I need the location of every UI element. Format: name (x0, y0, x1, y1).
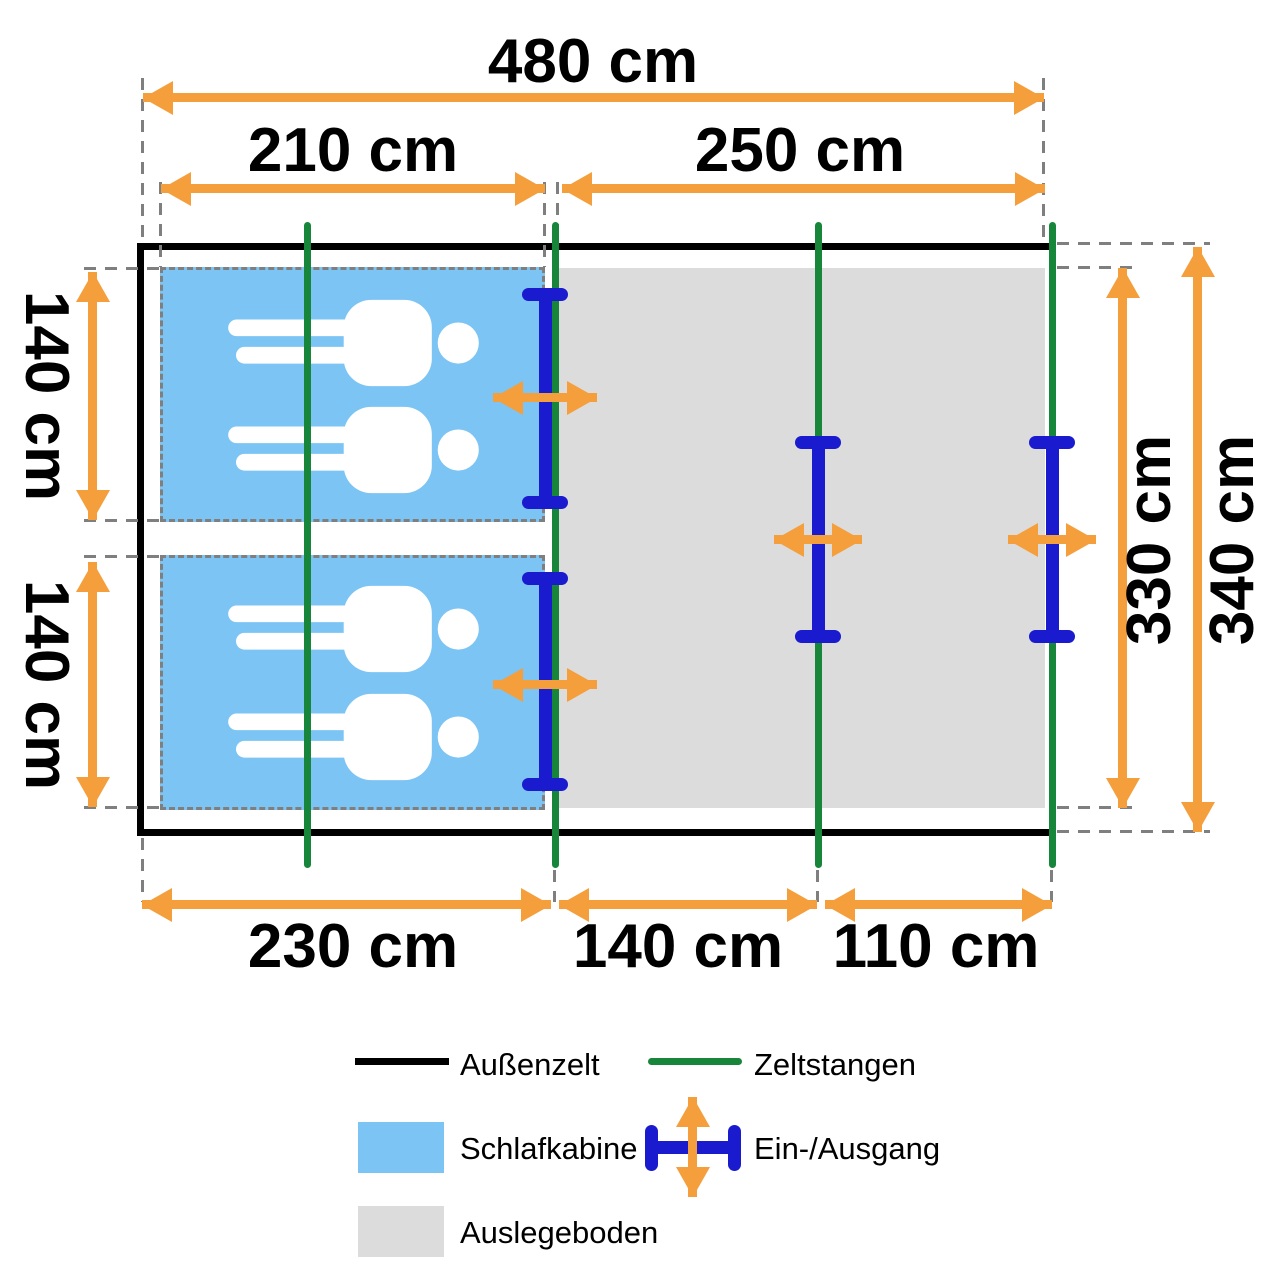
entrance-3-cap-top (795, 436, 841, 449)
entrance-2-arrow-icon (493, 680, 597, 689)
dim-label-140-lower-left: 140 cm (12, 579, 81, 791)
dim-label-140-upper-left: 140 cm (12, 290, 81, 502)
legend-label-cabin: Schlafkabine (460, 1131, 638, 1166)
legend-label-entrance: Ein-/Ausgang (754, 1131, 941, 1166)
person-icon (228, 406, 479, 494)
legend-line-outer-tent (355, 1058, 449, 1065)
dim-label-140-bottom: 140 cm (572, 912, 784, 981)
dim-label-250: 250 cm (694, 116, 906, 185)
entrance-1-cap-top (522, 288, 568, 301)
entrance-4-arrow-icon (1008, 535, 1096, 544)
entrance-1-arrow-icon (493, 393, 597, 402)
ref-line-330-top (1057, 266, 1133, 269)
dim-label-330: 330 cm (1115, 434, 1184, 646)
ref-line-bottom-pole4 (1050, 870, 1053, 902)
dim-arrow-330 (1118, 268, 1127, 808)
legend-swatch-groundsheet (358, 1206, 444, 1257)
dim-arrow-140-bottom (559, 900, 817, 909)
entrance-3-cap-bottom (795, 630, 841, 643)
dim-arrow-480 (143, 93, 1044, 102)
tent-pole-2 (552, 222, 559, 868)
person-icon (228, 585, 479, 673)
ref-line-340-top (1057, 242, 1210, 245)
ref-line-210-left (159, 182, 162, 267)
ref-line-210-right (543, 182, 546, 267)
ref-line-bottom-corner-left (141, 838, 144, 902)
legend-label-poles: Zeltstangen (754, 1047, 916, 1082)
ref-line-480-right (1042, 78, 1045, 242)
dim-label-210: 210 cm (247, 116, 459, 185)
dim-label-340: 340 cm (1198, 434, 1267, 646)
ref-line-cabin1-top (84, 267, 160, 270)
dim-arrow-230 (142, 900, 551, 909)
ref-line-cabin2-bottom (84, 806, 160, 809)
dim-arrow-250 (562, 184, 1045, 193)
legend-swatch-cabin (358, 1122, 444, 1173)
tent-pole-1 (304, 222, 311, 868)
ref-line-cabin2-top (84, 555, 160, 558)
entrance-4-cap-bottom (1029, 630, 1075, 643)
dim-arrow-140-upper-left (88, 272, 97, 520)
ref-line-330-bottom (1057, 806, 1133, 809)
entrance-2-cap-bottom (522, 778, 568, 791)
ref-line-480-left (141, 78, 144, 242)
dim-label-480: 480 cm (487, 27, 699, 96)
dim-arrow-140-lower-left (88, 562, 97, 807)
dim-arrow-340 (1193, 247, 1202, 832)
legend-line-poles (648, 1058, 742, 1065)
legend-label-outer-tent: Außenzelt (460, 1047, 600, 1082)
ref-line-cabin1-bottom (84, 519, 160, 522)
ref-line-250-left (556, 182, 559, 244)
person-icon (228, 299, 479, 387)
entrance-1-cap-bottom (522, 496, 568, 509)
dim-arrow-210 (161, 184, 545, 193)
dim-label-110: 110 cm (832, 912, 1040, 981)
legend-label-groundsheet: Auslegeboden (460, 1215, 659, 1250)
entrance-3-arrow-icon (774, 535, 862, 544)
entrance-4-cap-top (1029, 436, 1075, 449)
person-icon (228, 693, 479, 781)
entrance-2-cap-top (522, 572, 568, 585)
ref-line-bottom-pole2 (553, 870, 556, 902)
dim-arrow-110 (825, 900, 1052, 909)
dim-label-230: 230 cm (247, 912, 459, 981)
ref-line-340-bottom (1057, 830, 1210, 833)
ref-line-bottom-pole3 (816, 870, 819, 902)
